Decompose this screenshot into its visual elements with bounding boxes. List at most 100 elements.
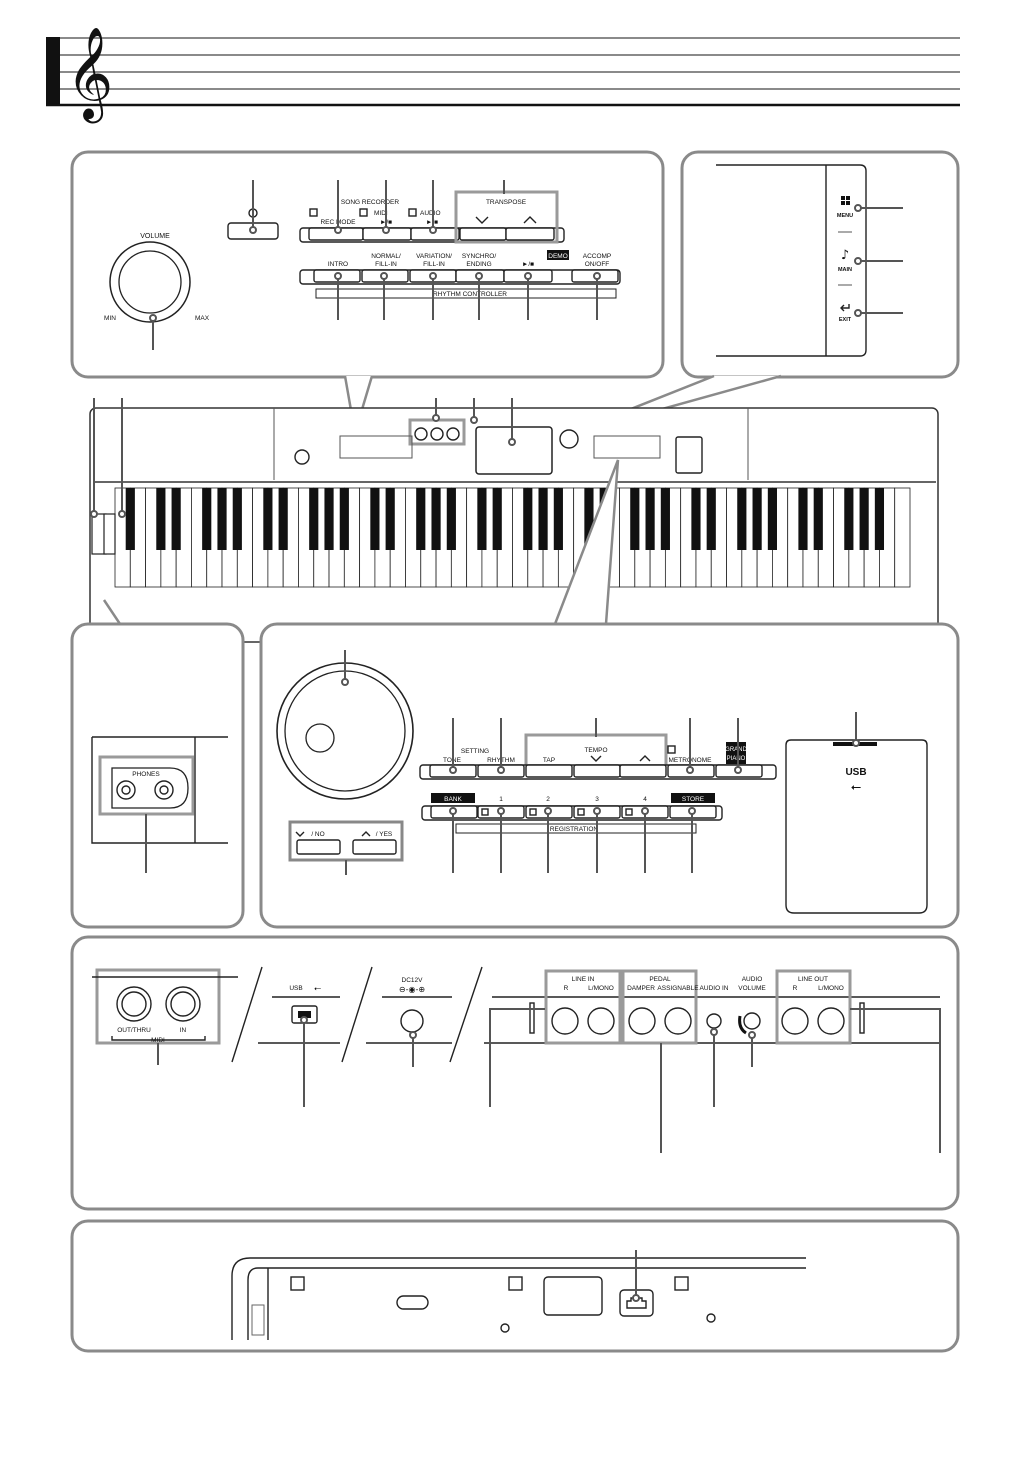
black-key[interactable] — [416, 488, 426, 550]
tempo-down-icon — [590, 755, 602, 762]
midi-in-label: IN — [180, 1027, 187, 1034]
black-key[interactable] — [767, 488, 777, 550]
black-key[interactable] — [202, 488, 212, 550]
assignable-pedal-jack[interactable] — [664, 1007, 692, 1035]
yes-button[interactable] — [352, 839, 397, 855]
white-key[interactable] — [894, 487, 911, 588]
black-key[interactable] — [385, 488, 395, 550]
tempo-down-button[interactable] — [573, 764, 621, 778]
damper-pedal-jack[interactable] — [628, 1007, 656, 1035]
music-note-icon: ♪ — [841, 248, 849, 263]
line-in-r-jack[interactable] — [551, 1007, 579, 1035]
black-key[interactable] — [813, 488, 823, 550]
piano-body — [89, 374, 939, 643]
black-key[interactable] — [645, 488, 655, 550]
black-key[interactable] — [859, 488, 869, 550]
tap-label: TAP — [543, 757, 555, 764]
dial[interactable] — [559, 429, 579, 449]
line-in-l-mono-jack[interactable] — [587, 1007, 615, 1035]
black-key[interactable] — [553, 488, 563, 550]
black-key[interactable] — [538, 488, 548, 550]
exit-label: EXIT — [839, 317, 852, 323]
transpose-up-button[interactable] — [505, 227, 555, 241]
phones-jack-1[interactable] — [116, 780, 136, 800]
phones-jack-2[interactable] — [154, 780, 174, 800]
accomp-label-1: ACCOMP — [583, 253, 612, 260]
no-chevron-icon — [295, 831, 305, 837]
page-header-staff: 𝄞 — [46, 26, 960, 123]
black-key[interactable] — [477, 488, 487, 550]
black-key[interactable] — [446, 488, 456, 550]
black-key[interactable] — [798, 488, 808, 550]
black-key[interactable] — [339, 488, 349, 550]
no-label: / NO — [311, 831, 324, 838]
main-button[interactable] — [854, 257, 862, 265]
line-in-r-label: R — [564, 985, 569, 992]
black-key[interactable] — [370, 488, 380, 550]
black-key[interactable] — [844, 488, 854, 550]
exit-arrow-icon — [840, 304, 850, 312]
black-key[interactable] — [584, 488, 594, 550]
line-out-r-jack[interactable] — [781, 1007, 809, 1035]
audio-volume-knob[interactable] — [743, 1012, 761, 1030]
tempo-up-button[interactable] — [619, 764, 667, 778]
song-recorder-label: SONG RECORDER — [341, 199, 399, 206]
line-out-r-label: R — [793, 985, 798, 992]
dc12v-label: DC12V — [402, 977, 424, 984]
no-button[interactable] — [296, 839, 341, 855]
menu-button[interactable] — [854, 204, 862, 212]
volume-label: VOLUME — [140, 233, 170, 240]
audio-in-label: AUDIO IN — [700, 985, 729, 992]
line-out-l-mono-jack[interactable] — [817, 1007, 845, 1035]
yes-label: / YES — [376, 831, 393, 838]
synchro-ending-label-2: ENDING — [466, 261, 491, 268]
black-key[interactable] — [752, 488, 762, 550]
display-screen — [475, 426, 553, 475]
black-key[interactable] — [324, 488, 334, 550]
black-key[interactable] — [630, 488, 640, 550]
black-key[interactable] — [874, 488, 885, 550]
exit-button[interactable] — [854, 309, 862, 317]
keyboard[interactable] — [114, 487, 911, 588]
black-key[interactable] — [523, 488, 533, 550]
black-key[interactable] — [691, 488, 701, 550]
registration-label: REGISTRATION — [550, 826, 599, 833]
black-key[interactable] — [309, 488, 319, 550]
black-key[interactable] — [156, 488, 166, 550]
black-key[interactable] — [706, 488, 716, 550]
yes-chevron-icon — [361, 831, 371, 837]
usb-port-icon: ⭠ — [314, 984, 321, 994]
black-key[interactable] — [232, 488, 242, 550]
rhythm-play-stop-label: ►/■ — [522, 261, 534, 268]
demo-label: DEMO — [548, 253, 568, 260]
normal-fill-in-label-1: NORMAL/ — [371, 253, 401, 260]
midi-in-port[interactable] — [165, 986, 201, 1022]
black-key[interactable] — [125, 488, 135, 550]
tempo-tap-button[interactable] — [525, 764, 573, 778]
usb-flash-label: USB — [845, 767, 866, 778]
audio-volume-label-1: AUDIO — [742, 976, 763, 983]
tempo-up-icon — [639, 755, 651, 762]
black-key[interactable] — [171, 488, 181, 550]
black-key[interactable] — [492, 488, 502, 550]
black-key[interactable] — [737, 488, 747, 550]
pedal-label: PEDAL — [649, 976, 671, 983]
black-key[interactable] — [431, 488, 441, 550]
black-key[interactable] — [217, 488, 227, 550]
volume-min-label: MIN — [104, 315, 116, 322]
bank-label: BANK — [444, 796, 462, 803]
rear-panel: OUT/THRU IN MIDI USB ⭠ DC12V ⊖-◉-⊕ LINE … — [70, 935, 960, 1211]
intro-label: INTRO — [328, 261, 348, 268]
black-key[interactable] — [278, 488, 288, 550]
midi-out-thru-port[interactable] — [116, 986, 152, 1022]
transpose-down-button[interactable] — [459, 227, 507, 241]
store-label: STORE — [682, 796, 705, 803]
chevron-down-icon — [475, 216, 489, 224]
reg4-label: 4 — [643, 796, 647, 803]
menu-icon — [841, 196, 850, 205]
black-key[interactable] — [263, 488, 273, 550]
black-key[interactable] — [660, 488, 670, 550]
top-panel-callouts — [149, 180, 601, 350]
bottom-panel — [70, 1219, 960, 1353]
